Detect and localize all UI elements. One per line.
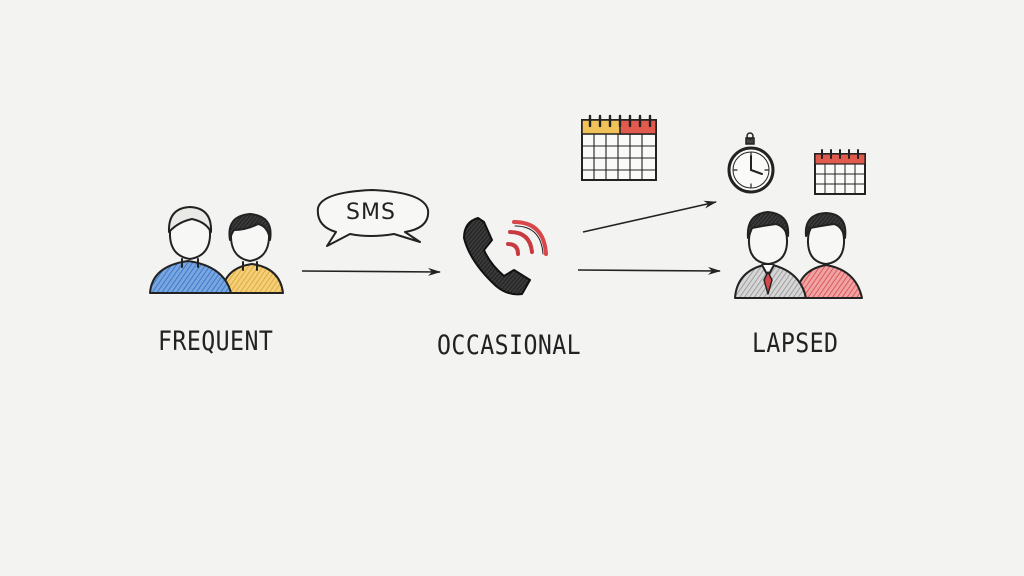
arrow-frequent-to-occasional (301, 267, 441, 276)
stage-label-occasional: OCCASIONAL (437, 330, 582, 361)
frequent-group-icon (149, 206, 284, 294)
lapsed-group-icon (734, 211, 863, 299)
stopwatch-icon (727, 132, 775, 194)
sms-bubble-text: SMS (346, 200, 396, 225)
stage-label-frequent: FREQUENT (158, 326, 274, 357)
calendar-icon (581, 114, 657, 181)
person-suit (734, 211, 807, 299)
speech-bubble-icon: SMS (316, 189, 430, 247)
person-yellow (221, 213, 284, 294)
person-blue (149, 206, 232, 294)
ringing-phone-icon (463, 217, 548, 296)
arrow-occasional-to-lapsed (577, 266, 721, 275)
stage-label-lapsed: LAPSED (752, 328, 839, 359)
arrow-occasional-to-schedule (582, 200, 717, 233)
person-red (795, 212, 863, 299)
calendar-small-icon (814, 149, 866, 195)
